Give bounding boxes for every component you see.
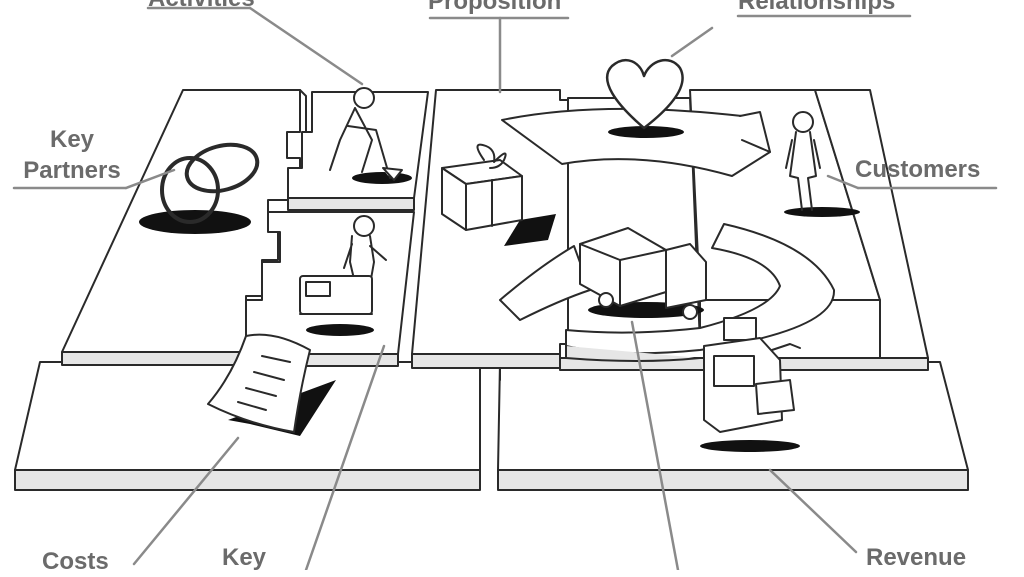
leader-lines bbox=[12, 6, 998, 570]
interlocked-rings-icon bbox=[139, 142, 260, 234]
key-partners-label-line1: Key bbox=[49, 126, 95, 153]
key-partners-label: Key Partners bbox=[10, 124, 134, 186]
cash-register-icon bbox=[700, 317, 801, 452]
key-activities-top-label: Activities bbox=[148, 0, 255, 14]
revenue-label: Revenue bbox=[866, 544, 967, 571]
standing-person-icon bbox=[784, 111, 860, 217]
key-activities-block bbox=[287, 91, 429, 211]
customer-relationships-top-label: Relationships bbox=[738, 0, 896, 15]
costs-label: Costs bbox=[42, 548, 109, 575]
key-resources-label: Key bbox=[222, 544, 267, 571]
key-partners-label-line2: Partners bbox=[23, 157, 121, 184]
bill-paper-icon bbox=[207, 333, 336, 436]
value-proposition-top-label: Proposition bbox=[428, 0, 562, 15]
delivery-truck-icon bbox=[579, 227, 707, 320]
digging-person-icon bbox=[329, 87, 412, 184]
heart-icon bbox=[606, 58, 684, 138]
working-person-icon bbox=[299, 215, 387, 336]
relationship-arrow bbox=[501, 107, 771, 177]
gift-box-icon bbox=[441, 143, 556, 246]
customers-label: Customers bbox=[855, 156, 981, 183]
